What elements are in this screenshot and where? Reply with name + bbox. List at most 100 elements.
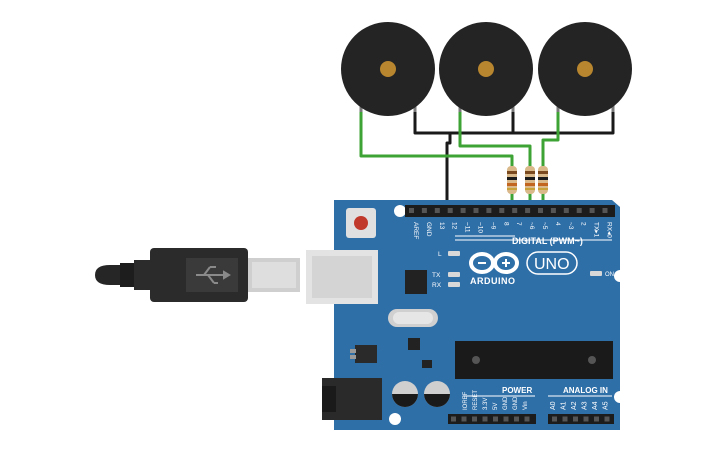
uno-badge [526,251,578,275]
header-pin[interactable] [482,416,488,422]
header-pin[interactable] [499,208,505,213]
digital-pin-label: ~5 [541,222,548,230]
digital-header-holes [409,208,608,213]
led-l [448,251,460,256]
atmega-chip [455,341,613,379]
header-pin[interactable] [538,208,543,213]
header-pin[interactable] [434,208,440,213]
header-pin[interactable] [451,416,456,422]
voltage-regulator [355,345,377,363]
led-tx-label: TX [432,272,441,279]
usb-symbol-icon [196,266,231,284]
header-pin[interactable] [472,416,477,422]
digital-pin-label: RX◂0 [606,222,613,238]
header-pin[interactable] [589,208,595,213]
reset-button[interactable] [346,208,376,238]
signal-wire-3 [541,110,560,168]
arduino-logo-icon [469,252,519,274]
digital-pin-label: GND [425,222,432,237]
header-pin[interactable] [576,208,582,213]
mounting-hole [614,391,626,403]
buzzer-1[interactable] [341,22,435,116]
arduino-logo-text: ARDUINO [470,276,516,286]
header-pin[interactable] [563,208,569,213]
ground-wire-main [445,133,452,208]
digital-pin-label: ~6 [528,222,535,230]
header-pin[interactable] [486,208,492,213]
power-pin-label: RESET [473,390,479,410]
header-pin[interactable] [493,416,498,422]
buzzer-3-center [577,61,593,77]
power-pin-label: Vin [523,401,529,410]
capacitor-2 [424,381,450,407]
digital-pin-label: 13 [438,222,445,230]
header-pin[interactable] [460,208,466,213]
power-pin-label: 3.3V [483,398,489,410]
digital-pin-label: 8 [502,222,509,226]
header-pin[interactable] [473,208,479,213]
header-pin[interactable] [562,416,568,422]
header-pin[interactable] [447,208,453,213]
header-pin[interactable] [514,416,519,422]
digital-pin-label: ~10 [477,222,484,233]
usb-cable[interactable] [95,248,300,302]
header-pin[interactable] [550,208,556,213]
resistor-2[interactable] [525,166,535,194]
ground-wire-3 [513,110,615,135]
analog-header [548,414,614,424]
capacitor-1 [392,381,418,407]
resistor-1[interactable] [507,166,517,194]
analog-label: ANALOG IN [563,386,608,395]
usb-chip [405,270,427,294]
header-pin[interactable] [604,416,610,422]
digital-pin-label: TX▸1 [593,222,600,238]
digital-pin-label: 4 [554,222,561,226]
header-pin[interactable] [525,208,531,213]
led-l-label: L [438,251,442,258]
header-pin[interactable] [409,208,414,213]
digital-header [405,205,615,217]
analog-pin-label: A3 [582,401,589,410]
status-leds: L TX RX [432,251,460,289]
led-tx [448,272,460,277]
mounting-hole [389,413,401,425]
model-label: UNO [534,256,570,273]
analog-pin-label: A0 [550,401,557,410]
header-pin[interactable] [503,416,509,422]
resistor-3[interactable] [538,166,548,194]
bottom-header-holes [451,416,610,422]
digital-pin-label: ~9 [489,222,496,230]
header-pin[interactable] [461,416,467,422]
mounting-hole [394,205,406,217]
header-pin[interactable] [594,416,599,422]
header-pin[interactable] [512,208,518,213]
analog-pin-label: A2 [571,401,578,410]
digital-pin-label: ~3 [567,222,574,230]
buzzer-3[interactable] [538,22,632,116]
power-label: POWER [502,386,532,395]
header-pin[interactable] [602,208,608,213]
wires [359,110,615,210]
led-rx [448,282,460,287]
header-pin[interactable] [552,416,557,422]
digital-pin-label: 12 [451,222,458,230]
dc-power-jack [322,378,382,420]
buzzer-2[interactable] [439,22,533,116]
led-on-label: ON [605,272,614,278]
header-pin[interactable] [583,416,589,422]
header-pin[interactable] [573,416,578,422]
header-pin[interactable] [421,208,427,213]
analog-pin-label: A4 [592,401,599,410]
digital-pin-label: AREF [412,222,419,239]
ground-wire-1 [413,110,450,135]
header-pin[interactable] [524,416,530,422]
analog-pin-label: A5 [603,401,610,410]
signal-wire-2 [458,110,532,168]
led-on [590,271,602,276]
resistors [507,166,548,194]
digital-label: DIGITAL (PWM~) [512,236,583,246]
signal-wire-1 [359,110,514,168]
analog-pin-label: A1 [561,401,568,410]
